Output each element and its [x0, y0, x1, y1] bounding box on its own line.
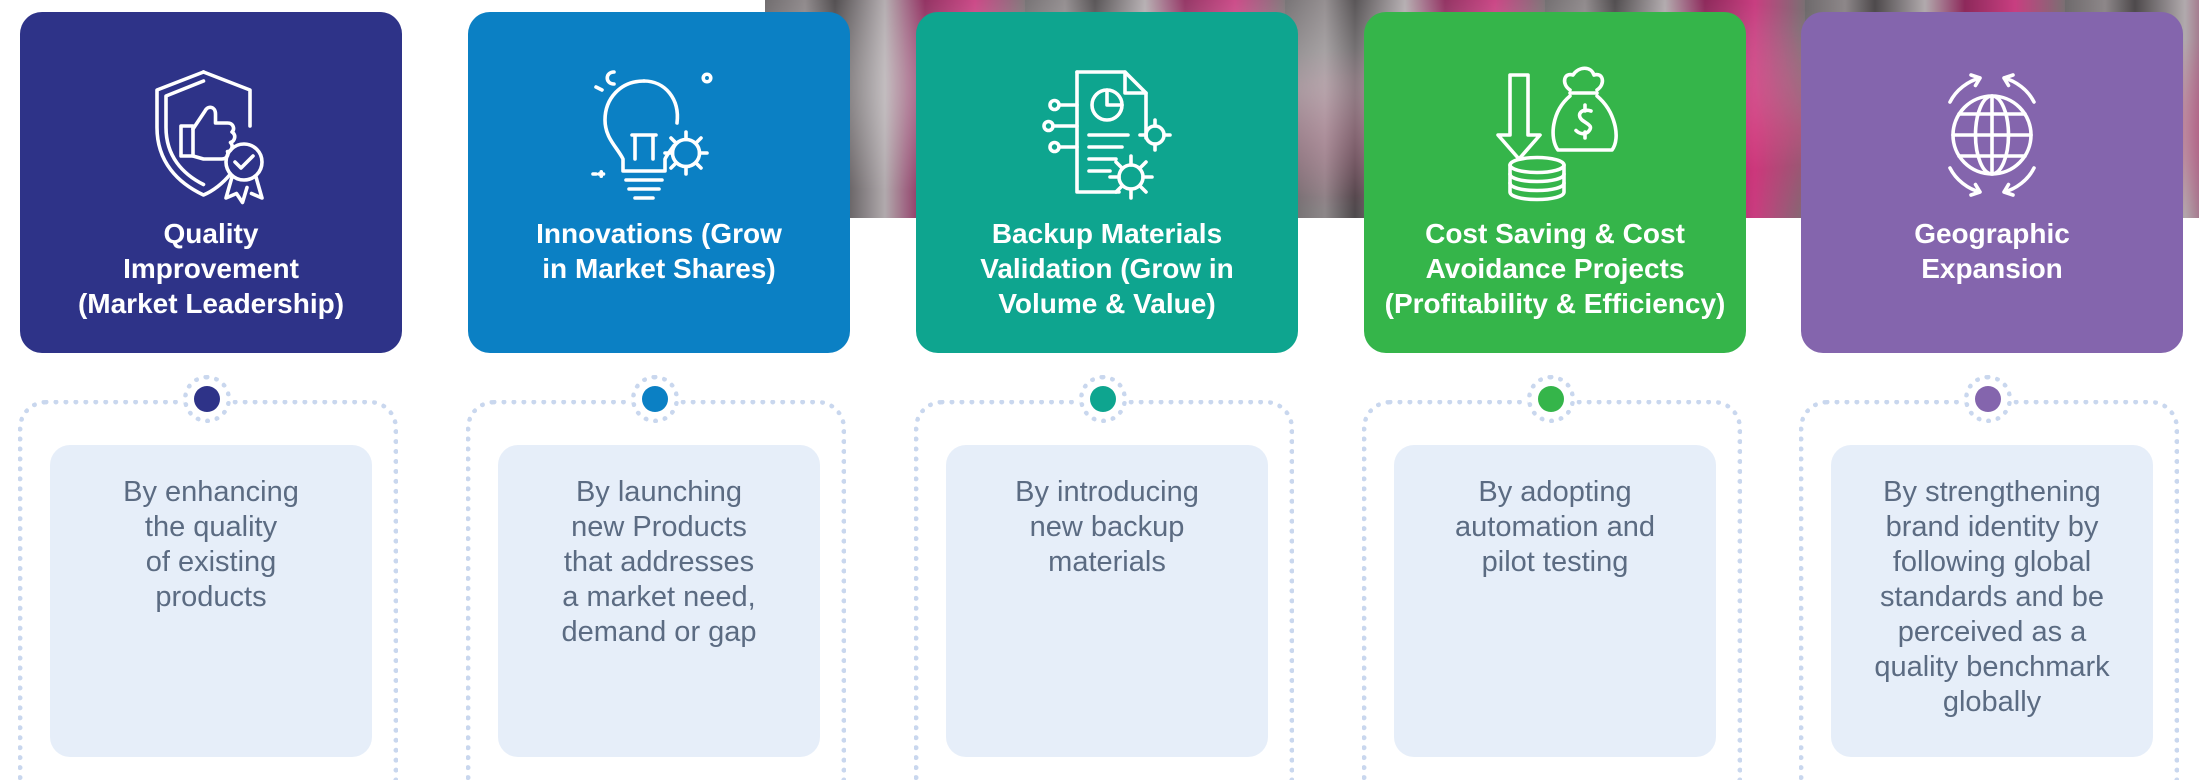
- connector-node: [631, 375, 679, 423]
- pillar-description: By strengthening brand identity by follo…: [1874, 476, 2110, 718]
- connector-node: [1079, 375, 1127, 423]
- connector-node: [1527, 375, 1575, 423]
- connector-dot: [1090, 386, 1116, 412]
- connector-dot: [1538, 386, 1564, 412]
- pillar-title: Cost Saving & Cost Avoidance Projects (P…: [1384, 218, 1726, 319]
- pillar-description: By enhancing the quality of existing pro…: [123, 476, 299, 613]
- connector-dot: [194, 386, 220, 412]
- connector-dot: [642, 386, 668, 412]
- pillar-backup-materials: Backup Materials Validation (Grow in Vol…: [896, 0, 1298, 781]
- description-card: By strengthening brand identity by follo…: [1831, 445, 2153, 757]
- pillar-description: By introducing new backup materials: [1015, 476, 1199, 578]
- description-card: By introducing new backup materials: [946, 445, 1268, 757]
- document-gears-icon: [1032, 60, 1182, 210]
- pillar-header: Cost Saving & Cost Avoidance Projects (P…: [1364, 12, 1746, 353]
- connector-node: [183, 375, 231, 423]
- pillar-quality-improvement: Quality Improvement (Market Leadership) …: [0, 0, 402, 781]
- description-card: By enhancing the quality of existing pro…: [50, 445, 372, 757]
- money-bag-coins-icon: [1480, 60, 1630, 210]
- pillar-cost-saving: Cost Saving & Cost Avoidance Projects (P…: [1344, 0, 1746, 781]
- connector-node: [1964, 375, 2012, 423]
- pillar-title: Backup Materials Validation (Grow in Vol…: [980, 218, 1234, 319]
- pillar-header: Geographic Expansion: [1801, 12, 2183, 353]
- connector-dot: [1975, 386, 2001, 412]
- pillar-description: By adopting automation and pilot testing: [1455, 476, 1655, 578]
- shield-thumbs-up-badge-icon: [136, 60, 286, 210]
- pillar-header: Quality Improvement (Market Leadership): [20, 12, 402, 353]
- description-card: By launching new Products that addresses…: [498, 445, 820, 757]
- pillar-geographic-expansion: Geographic Expansion By strengthening br…: [1781, 0, 2183, 781]
- pillar-title: Geographic Expansion: [1914, 218, 2070, 284]
- globe-arrows-icon: [1917, 60, 2067, 210]
- pillar-description: By launching new Products that addresses…: [561, 476, 757, 648]
- pillar-title: Quality Improvement (Market Leadership): [77, 218, 345, 319]
- pillar-title: Innovations (Grow in Market Shares): [536, 218, 782, 284]
- pillar-header: Backup Materials Validation (Grow in Vol…: [916, 12, 1298, 353]
- lightbulb-gear-icon: [584, 60, 734, 210]
- description-card: By adopting automation and pilot testing: [1394, 445, 1716, 757]
- pillar-innovations: Innovations (Grow in Market Shares) By l…: [448, 0, 850, 781]
- pillar-header: Innovations (Grow in Market Shares): [468, 12, 850, 353]
